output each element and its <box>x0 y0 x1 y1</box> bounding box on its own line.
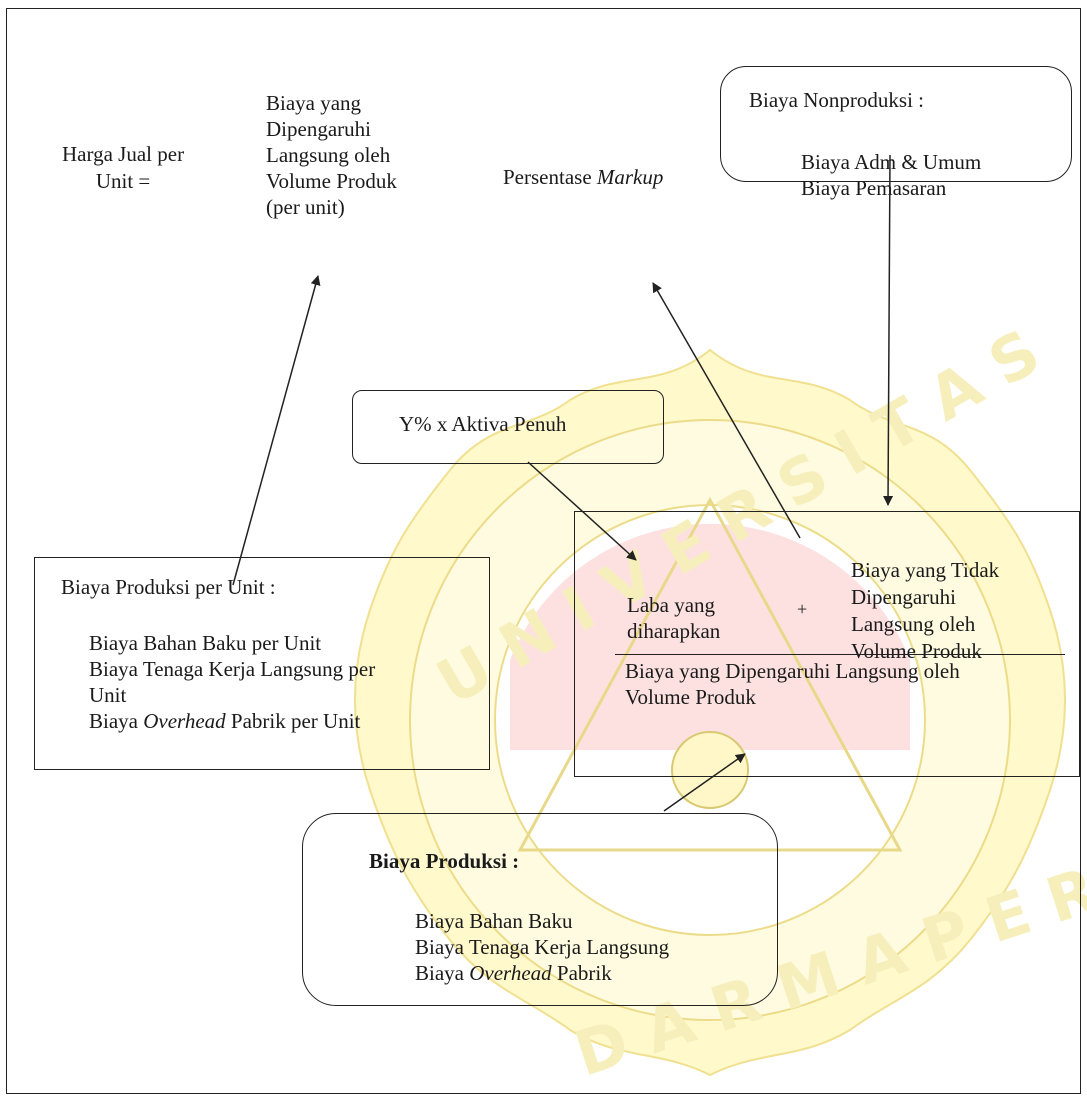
tidak-line: Biaya yang Tidak <box>851 558 1000 582</box>
produksi-unit-item1: Biaya Bahan Baku per Unit <box>89 631 322 655</box>
produksi-unit-item3-suffix: Pabrik per Unit <box>225 709 361 733</box>
nonproduksi-title: Biaya Nonproduksi : <box>749 88 924 112</box>
produksi-item2: Biaya Tenaga Kerja Langsung <box>415 935 670 959</box>
laba-line1: Laba yang <box>627 593 716 617</box>
markup-prefix: Persentase <box>503 165 597 189</box>
aktiva-box: Y% x Aktiva Penuh <box>352 390 664 464</box>
produksi-unit-box: Biaya Produksi per Unit : Biaya Bahan Ba… <box>34 557 490 770</box>
produksi-unit-items: Biaya Bahan Baku per Unit Biaya Tenaga K… <box>89 630 375 734</box>
produksi-item1: Biaya Bahan Baku <box>415 909 573 933</box>
markup-label: Persentase Markup <box>503 164 663 190</box>
formula-lhs-line2: Unit = <box>95 169 151 193</box>
produksi-unit-item2-cont: Unit <box>89 683 127 707</box>
diagram-frame <box>6 8 1081 1094</box>
produksi-unit-item3: Biaya Overhead Pabrik per Unit <box>89 708 375 734</box>
produksi-unit-item3-italic: Overhead <box>143 709 226 733</box>
produksi-box: Biaya Produksi : Biaya Bahan Baku Biaya … <box>302 813 778 1006</box>
formula-rhs-line: Volume Produk <box>266 169 397 193</box>
produksi-item3-italic: Overhead <box>469 961 552 985</box>
formula-rhs-line: (per unit) <box>266 195 345 219</box>
markup-italic: Markup <box>596 165 664 189</box>
formula-rhs-line: Langsung oleh <box>266 143 391 167</box>
formula-lhs-line1: Harga Jual per <box>62 142 185 166</box>
formula-rhs-line: Biaya yang <box>266 91 362 115</box>
produksi-item3-suffix: Pabrik <box>551 961 612 985</box>
laba-line2: diharapkan <box>627 619 721 643</box>
laba-text: Laba yang diharapkan <box>627 592 720 644</box>
denominator-text: Biaya yang Dipengaruhi Langsung oleh Vol… <box>625 658 960 710</box>
plus-sign: + <box>797 599 808 619</box>
produksi-item3: Biaya Overhead Pabrik <box>415 960 669 986</box>
produksi-item3-prefix: Biaya <box>415 961 470 985</box>
tidak-line: Langsung oleh <box>851 612 976 636</box>
produksi-unit-item3-prefix: Biaya <box>89 709 144 733</box>
produksi-unit-title: Biaya Produksi per Unit : <box>61 575 276 599</box>
nonproduksi-item: Biaya Pemasaran <box>801 176 947 200</box>
denominator-line1: Biaya yang Dipengaruhi Langsung oleh <box>625 659 960 683</box>
nonproduksi-box: Biaya Nonproduksi : Biaya Adm & Umum Bia… <box>720 66 1072 200</box>
formula-lhs: Harga Jual per Unit = <box>62 141 184 195</box>
tidak-line: Volume Produk <box>851 639 982 663</box>
produksi-items: Biaya Bahan Baku Biaya Tenaga Kerja Lang… <box>415 908 669 986</box>
aktiva-label: Y% x Aktiva Penuh <box>399 412 567 436</box>
fraction-bar <box>615 654 1065 655</box>
tidak-text: Biaya yang Tidak Dipengaruhi Langsung ol… <box>851 557 999 665</box>
denominator-line2: Volume Produk <box>625 685 756 709</box>
produksi-title: Biaya Produksi : <box>369 849 520 873</box>
markup-formula-box: Laba yang diharapkan + Biaya yang Tidak … <box>574 511 1080 777</box>
tidak-line: Dipengaruhi <box>851 585 956 609</box>
produksi-unit-item2: Biaya Tenaga Kerja Langsung per <box>89 657 376 681</box>
nonproduksi-item: Biaya Adm & Umum <box>801 150 982 174</box>
formula-rhs-line: Dipengaruhi <box>266 117 371 141</box>
formula-rhs: Biaya yang Dipengaruhi Langsung oleh Vol… <box>266 90 397 220</box>
